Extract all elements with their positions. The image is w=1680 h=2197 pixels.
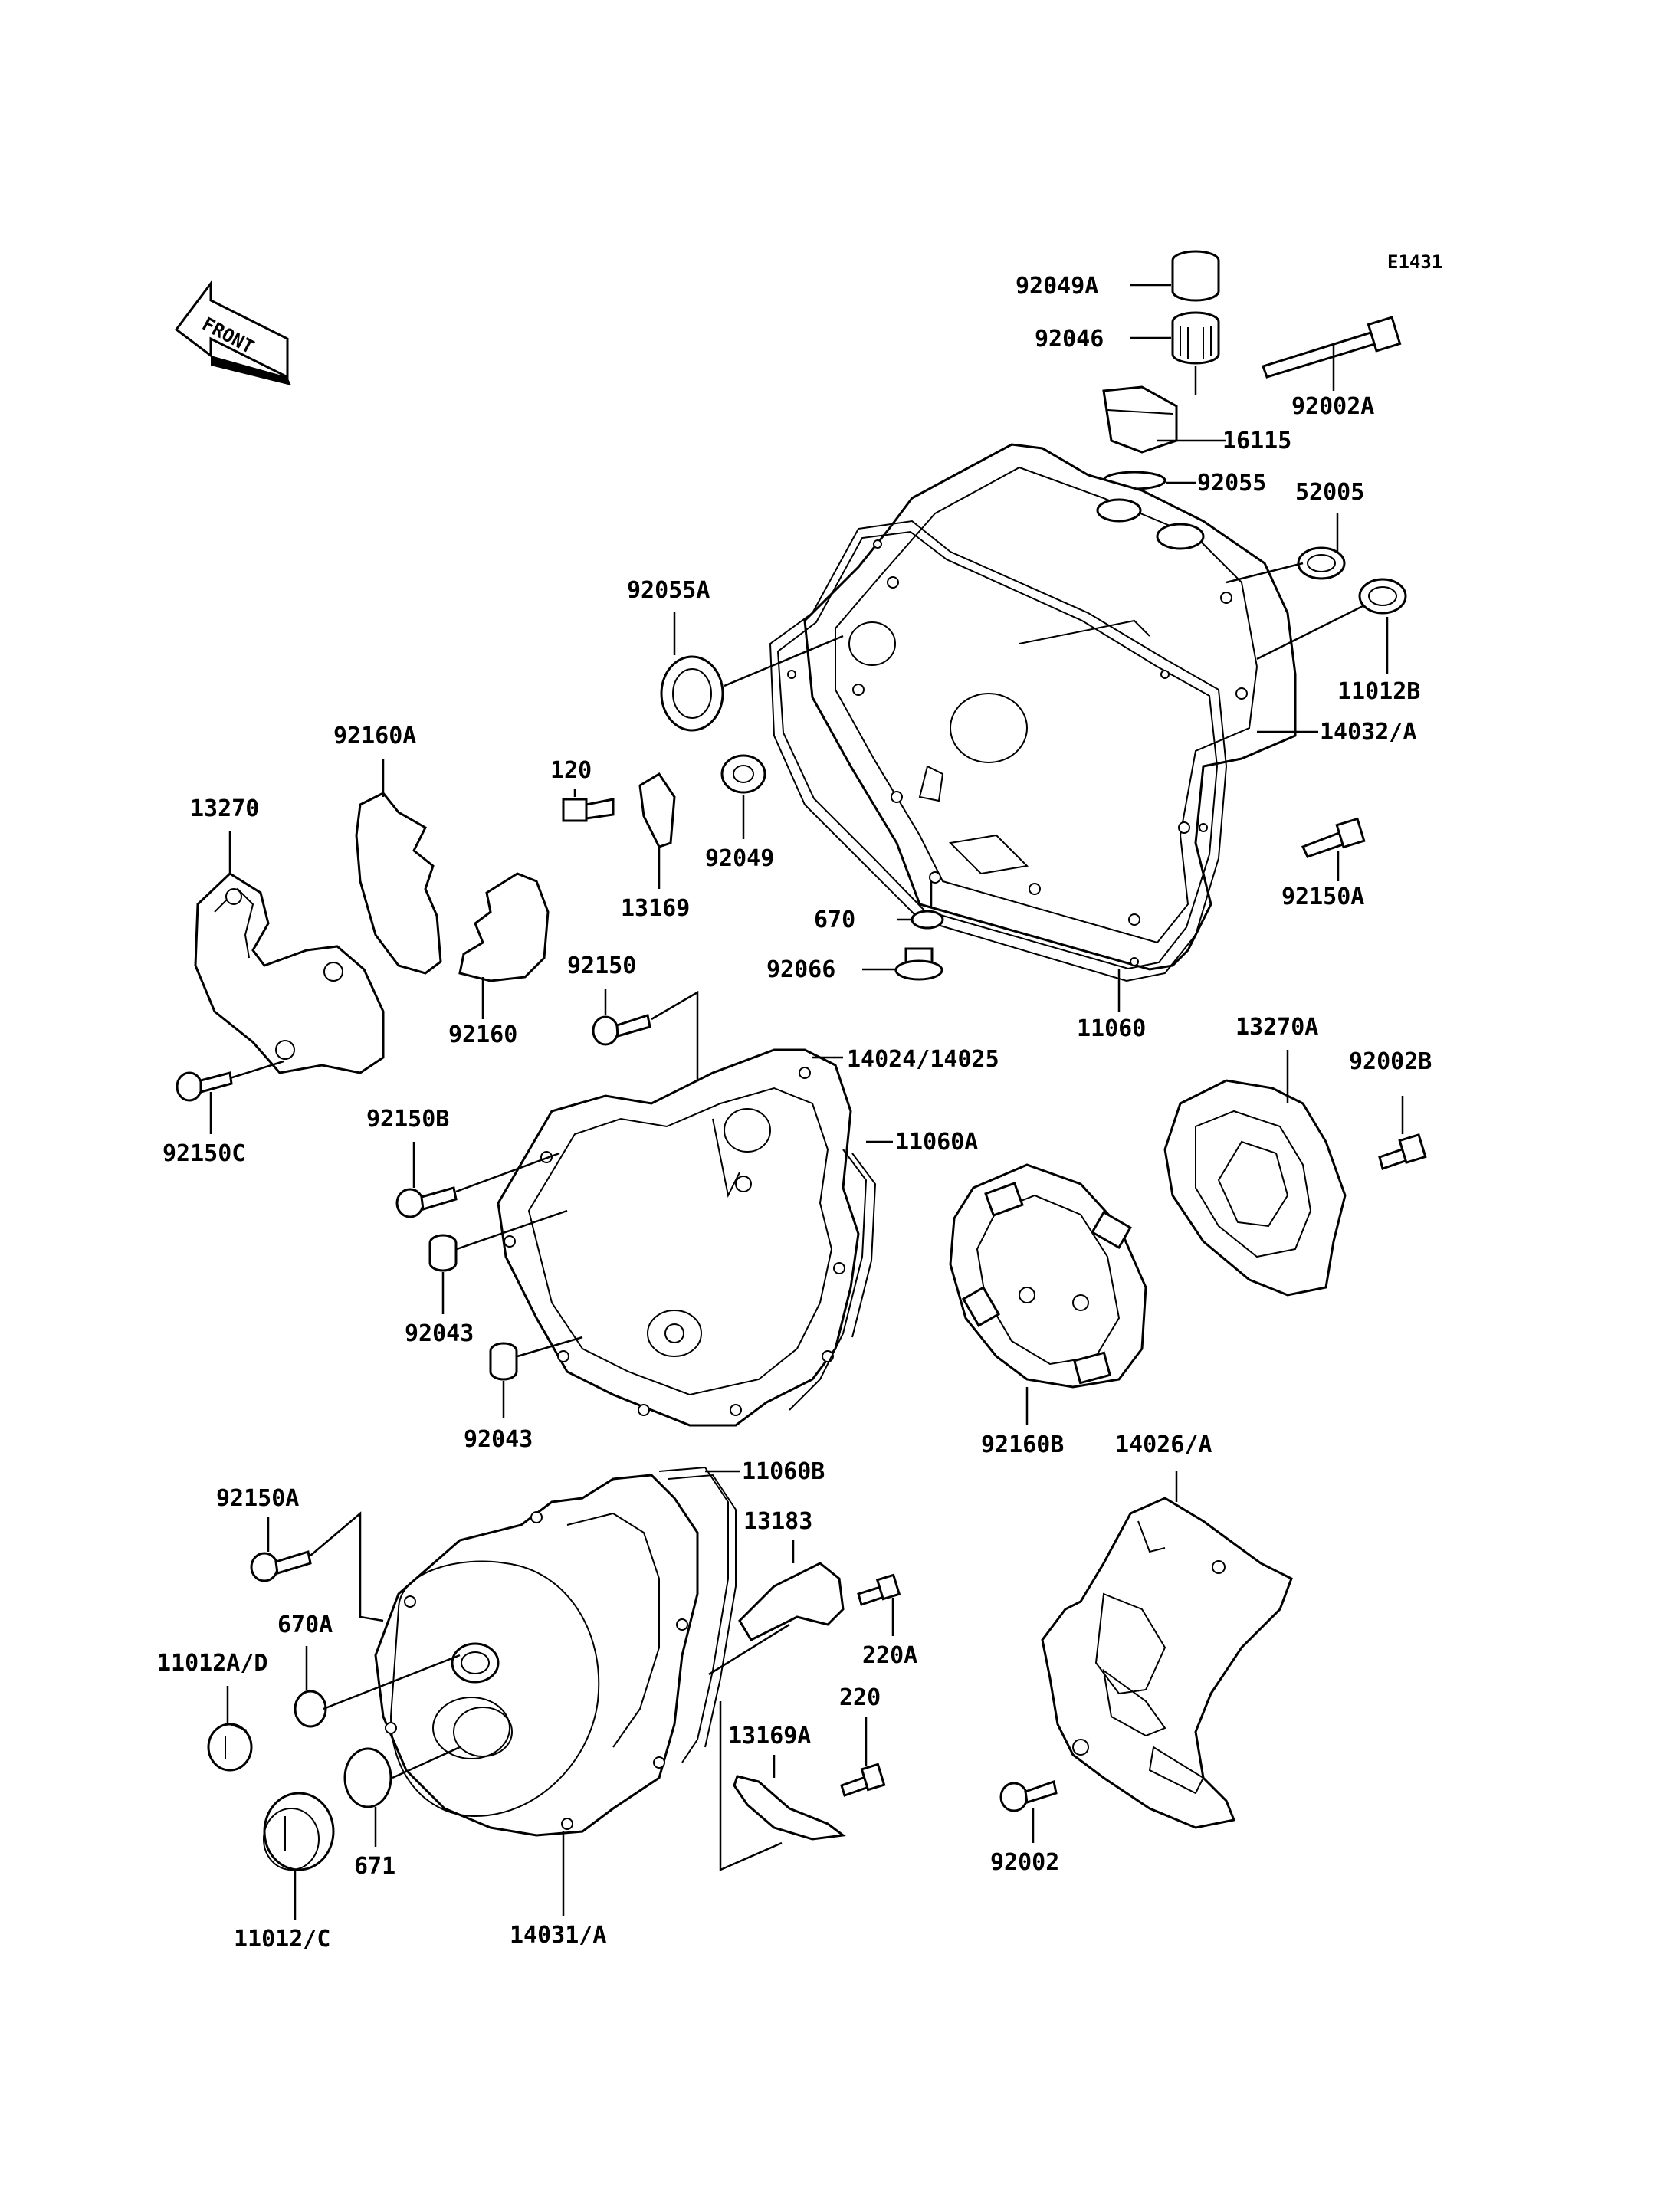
bolt-220 [840, 1763, 886, 1797]
bolt-92150B [395, 1186, 458, 1218]
label-52005: 52005 [1295, 479, 1364, 506]
shoe-assembly-92160B [949, 1163, 1147, 1389]
label-92043-b: 92043 [464, 1426, 533, 1453]
label-92150C: 92150C [162, 1140, 245, 1167]
bolt-220A [857, 1573, 901, 1606]
label-220A: 220A [862, 1642, 917, 1669]
plate-13169A [733, 1775, 846, 1841]
front-arrow-icon: FRONT [174, 280, 291, 385]
bolt-92002A [1262, 316, 1402, 379]
label-92055: 92055 [1197, 470, 1266, 497]
label-14032A: 14032/A [1320, 719, 1416, 746]
sprocket-cover-14026A [1041, 1497, 1293, 1829]
bracket-13270 [194, 872, 385, 1074]
label-14024: 14024/14025 [847, 1046, 999, 1073]
label-670A: 670A [277, 1612, 333, 1638]
clutch-cover-14032A [803, 443, 1297, 971]
dowel-92043-a [428, 1234, 458, 1272]
label-11060A: 11060A [895, 1129, 978, 1156]
gasket-11060 [769, 520, 1228, 982]
oring-670 [911, 910, 944, 930]
label-92055A: 92055A [627, 577, 710, 604]
filler-cap-16115 [1102, 385, 1178, 454]
label-92046: 92046 [1035, 326, 1104, 353]
label-16115: 16115 [1222, 428, 1291, 454]
cap-11012C [263, 1792, 335, 1871]
oring-670A [294, 1690, 327, 1728]
gasket-11060B [658, 1466, 737, 1763]
shoe-92160A [355, 792, 442, 975]
bolt-92002 [999, 1780, 1058, 1812]
label-92160B: 92160B [981, 1431, 1064, 1458]
label-13169: 13169 [621, 895, 690, 922]
oring-671 [343, 1747, 392, 1808]
label-11012C: 11012/C [234, 1926, 330, 1953]
label-92043-a: 92043 [405, 1320, 474, 1347]
bracket-13183 [738, 1562, 845, 1641]
bolt-120 [562, 798, 615, 822]
dowel-92043-b [489, 1342, 518, 1381]
label-671: 671 [354, 1853, 395, 1880]
label-220: 220 [839, 1684, 881, 1711]
label-14026A: 14026/A [1115, 1431, 1212, 1458]
label-92150: 92150 [567, 953, 636, 979]
label-92049A: 92049A [1016, 273, 1098, 300]
label-11012AD: 11012A/D [157, 1650, 268, 1677]
bolt-92150A-top [1301, 817, 1366, 858]
label-92002B: 92002B [1349, 1048, 1432, 1075]
label-92066: 92066 [766, 956, 835, 983]
shoe-92160 [458, 872, 550, 982]
label-92160: 92160 [448, 1021, 517, 1048]
cap-11012AD [207, 1723, 253, 1772]
plug-92066 [894, 947, 943, 981]
label-92002: 92002 [990, 1849, 1059, 1876]
label-11060: 11060 [1077, 1015, 1146, 1042]
label-14031A: 14031/A [510, 1922, 606, 1949]
cap-11012B [1358, 578, 1407, 615]
label-120: 120 [550, 757, 592, 784]
gasket-11060A [789, 1149, 877, 1411]
plate-13169 [638, 772, 676, 848]
label-13270A: 13270A [1235, 1014, 1318, 1041]
label-13270-visible: 13270 [190, 795, 259, 822]
bolt-92150 [592, 1014, 651, 1046]
label-92002A: 92002A [1291, 393, 1374, 420]
bearing-92046 [1171, 311, 1220, 365]
bushing-92049A [1171, 250, 1220, 302]
seal-92055A [660, 655, 724, 732]
generator-cover-14031A [374, 1474, 699, 1837]
cover-14024 [497, 1048, 860, 1427]
label-11012B: 11012B [1337, 678, 1420, 705]
label-92160A: 92160A [333, 723, 416, 749]
bolt-92150A-bottom [250, 1550, 312, 1582]
label-92150B: 92150B [366, 1106, 449, 1133]
bolt-92002B [1378, 1133, 1427, 1170]
seal-52005 [1297, 546, 1346, 580]
label-92150A-top: 92150A [1281, 884, 1364, 910]
label-92150A-bottom: 92150A [216, 1485, 299, 1512]
label-670: 670 [814, 907, 855, 933]
bracket-13270A [1163, 1079, 1347, 1297]
label-92049: 92049 [705, 845, 774, 872]
bushing-92049 [720, 754, 766, 794]
label-11060B: 11060B [742, 1458, 825, 1485]
label-13183: 13183 [743, 1508, 812, 1535]
label-13169A: 13169A [728, 1723, 811, 1749]
bolt-92150C [176, 1071, 233, 1102]
diagram-code: E1431 [1387, 251, 1442, 273]
